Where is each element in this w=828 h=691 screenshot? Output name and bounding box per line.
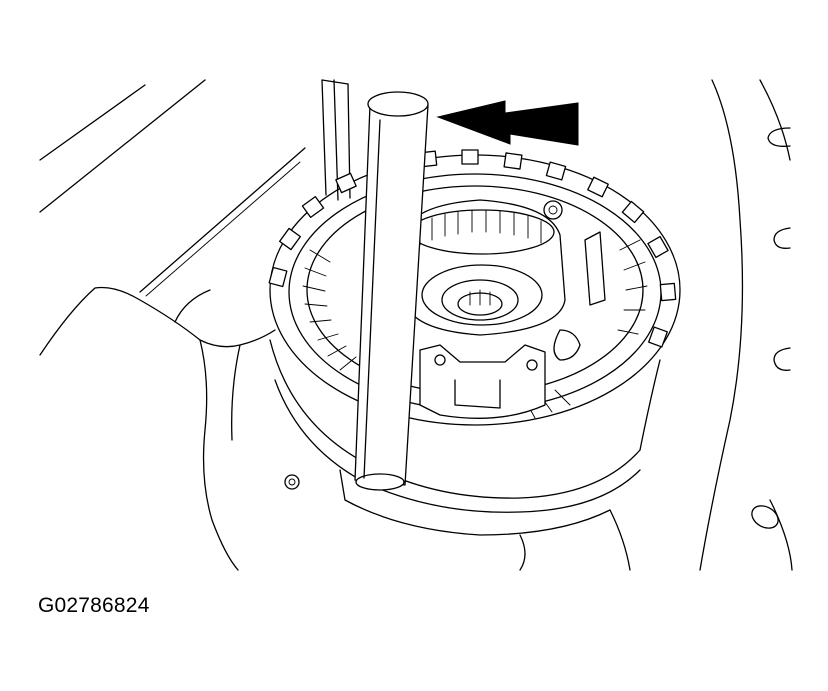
case-edge-lines [39, 79, 306, 297]
figure-id-label: G02786824 [38, 594, 150, 617]
carrier-bracket [419, 200, 606, 419]
direction-arrow [436, 100, 579, 146]
hand-outline [39, 286, 276, 571]
housing-base [269, 339, 661, 571]
rod-tool [354, 91, 429, 491]
center-hub [404, 199, 566, 336]
drum-tabs [268, 149, 677, 348]
clutch-drum [268, 149, 681, 426]
housing-right-edge [699, 79, 793, 571]
